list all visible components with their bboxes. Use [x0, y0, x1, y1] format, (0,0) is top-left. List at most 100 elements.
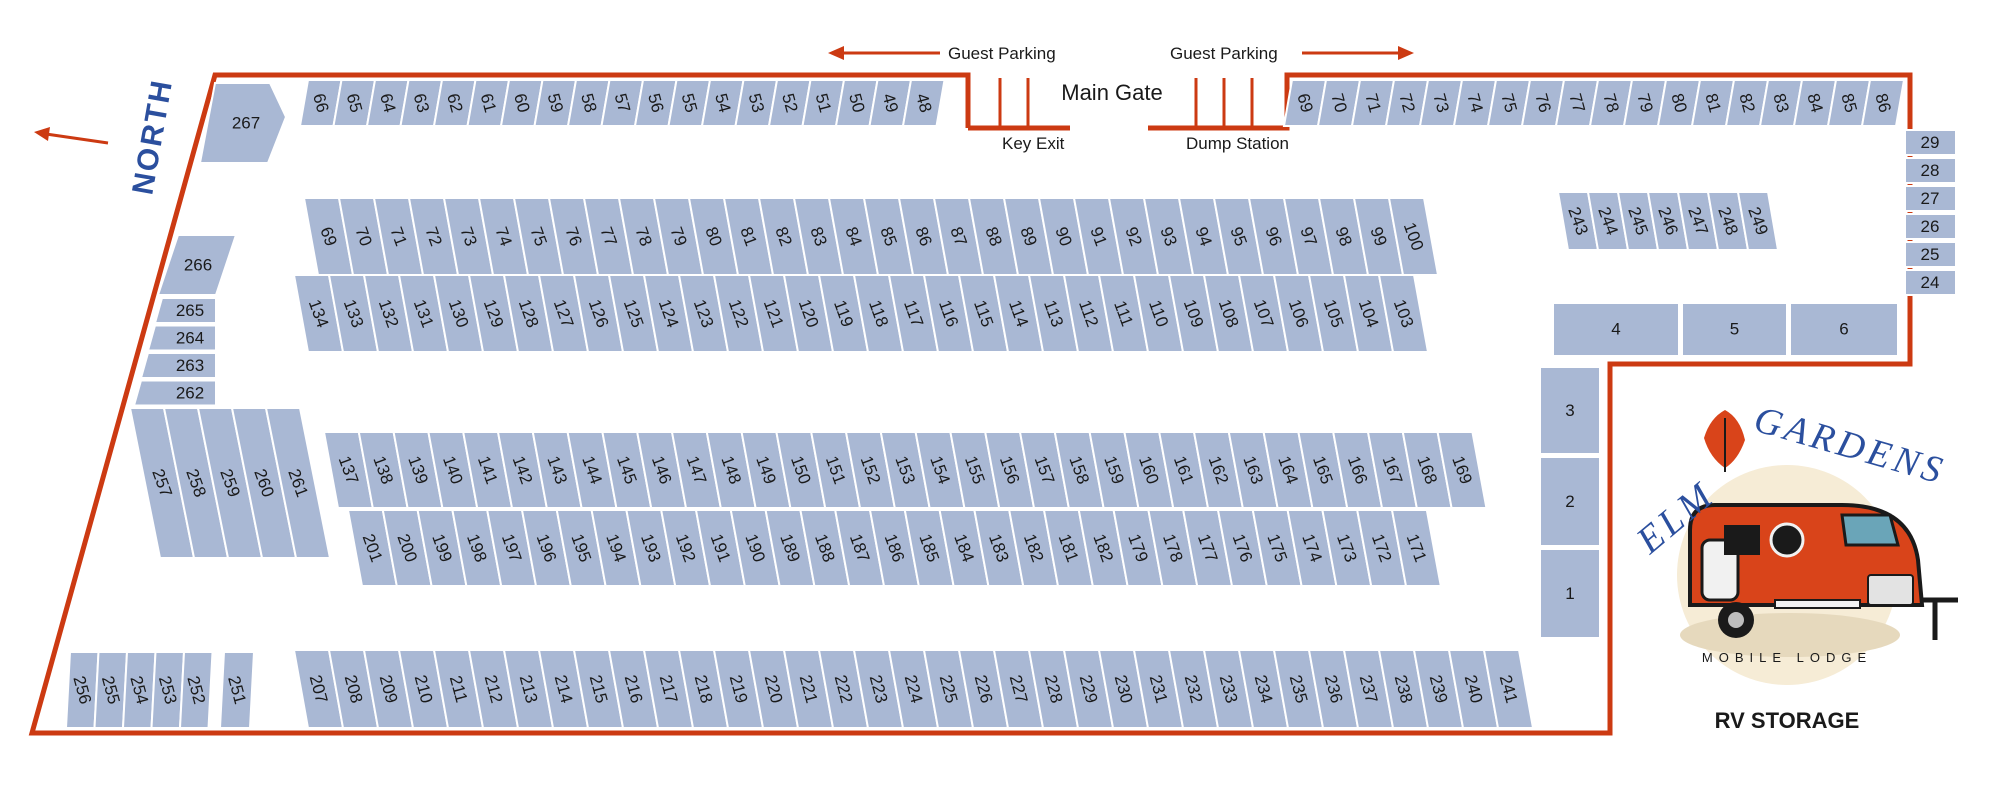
- spot-label-top-right-76: 76: [1531, 91, 1554, 114]
- spot-label-top-right-74: 74: [1463, 91, 1486, 114]
- spot-wide-4[interactable]: [1552, 302, 1680, 357]
- spot-label-top-left-49: 49: [879, 91, 902, 114]
- spot-wide-5[interactable]: [1681, 302, 1788, 357]
- spot-label-top-left-59: 59: [544, 91, 567, 114]
- spot-vertical-1[interactable]: [1539, 548, 1601, 639]
- spot-left-stack-265[interactable]: [153, 297, 217, 324]
- spot-label-wide-5: 5: [1730, 320, 1739, 339]
- spot-label-top-right-81: 81: [1701, 91, 1724, 114]
- spot-right-stack-26[interactable]: [1904, 213, 1957, 240]
- spot-label-266: 266: [184, 256, 212, 275]
- spot-label-top-right-78: 78: [1599, 91, 1622, 114]
- spot-right-stack-29[interactable]: [1904, 129, 1957, 156]
- spot-bottom-left-252[interactable]: [178, 651, 214, 729]
- spot-bottom-241[interactable]: [1482, 649, 1535, 729]
- spot-label-top-left-57: 57: [611, 91, 634, 114]
- spot-label-top-right-82: 82: [1735, 91, 1758, 114]
- spot-label-top-left-60: 60: [510, 91, 533, 114]
- lot-boundary: [28, 72, 1913, 736]
- spot-left-stack-264[interactable]: [146, 324, 217, 352]
- spot-label-top-right-73: 73: [1429, 91, 1452, 114]
- spot-266[interactable]: [156, 234, 238, 296]
- north-label: NORTH: [126, 77, 179, 198]
- dump-station-label: Dump Station: [1186, 134, 1289, 153]
- spot-label-right-stack-28: 28: [1921, 161, 1940, 180]
- spot-label-vertical-1: 1: [1565, 584, 1574, 603]
- spot-label-top-right-70: 70: [1327, 91, 1350, 114]
- spot-top-left-48[interactable]: [901, 79, 946, 127]
- spot-right-stack-24[interactable]: [1904, 269, 1957, 296]
- gate-posts: [998, 78, 1254, 126]
- spot-vertical-3[interactable]: [1539, 366, 1601, 455]
- spot-label-top-left-55: 55: [678, 91, 701, 114]
- spot-upper-a-100[interactable]: [1387, 197, 1440, 276]
- spot-label-top-right-75: 75: [1497, 91, 1520, 114]
- spot-label-vertical-3: 3: [1565, 401, 1574, 420]
- spot-label-top-right-69: 69: [1293, 91, 1316, 114]
- spot-label-top-left-53: 53: [745, 91, 768, 114]
- spot-label-left-stack-264: 264: [176, 329, 204, 348]
- spot-right-small-249[interactable]: [1736, 191, 1780, 251]
- spot-label-top-right-86: 86: [1871, 91, 1894, 114]
- spot-right-stack-28[interactable]: [1904, 157, 1957, 184]
- spot-label-top-left-54: 54: [711, 91, 734, 114]
- spot-diag-left-261[interactable]: [264, 407, 332, 559]
- spot-label-top-right-71: 71: [1361, 91, 1384, 114]
- spot-label-top-right-77: 77: [1565, 91, 1588, 114]
- spot-label-vertical-2: 2: [1565, 492, 1574, 511]
- spot-label-right-stack-27: 27: [1921, 189, 1940, 208]
- spot-middle-b-171[interactable]: [1390, 509, 1443, 587]
- spot-bottom-251-251[interactable]: [218, 651, 256, 729]
- spot-label-right-stack-25: 25: [1921, 245, 1940, 264]
- spot-label-top-left-52: 52: [778, 91, 801, 114]
- spot-label-267: 267: [232, 114, 260, 133]
- spot-label-top-right-83: 83: [1769, 91, 1792, 114]
- rv-storage-caption: RV STORAGE: [1715, 708, 1860, 733]
- guest-parking-right-label: Guest Parking: [1170, 44, 1278, 63]
- spot-upper-b-103[interactable]: [1377, 274, 1430, 353]
- spot-label-right-stack-26: 26: [1921, 217, 1940, 236]
- spot-label-top-left-65: 65: [343, 91, 366, 114]
- spot-vertical-2[interactable]: [1539, 456, 1601, 547]
- spot-label-top-left-64: 64: [376, 91, 399, 114]
- spot-label-right-stack-24: 24: [1921, 273, 1940, 292]
- elm-gardens-logo: ELM GARDENS MOBILE LODGE RV STORAGE: [1628, 398, 1958, 733]
- spot-label-wide-6: 6: [1839, 320, 1848, 339]
- spot-top-right-86[interactable]: [1860, 79, 1906, 127]
- trailer-icon: [1688, 503, 1958, 640]
- spot-label-top-left-56: 56: [644, 91, 667, 114]
- spot-label-top-left-58: 58: [577, 91, 600, 114]
- spot-middle-a-169[interactable]: [1436, 431, 1488, 509]
- spot-right-stack-25[interactable]: [1904, 241, 1957, 268]
- spot-label-left-stack-263: 263: [176, 356, 204, 375]
- guest-parking-right-arrow-icon: [1302, 46, 1414, 60]
- leaf-icon: [1704, 410, 1745, 472]
- spot-label-left-stack-265: 265: [176, 301, 204, 320]
- spot-label-top-left-66: 66: [309, 91, 332, 114]
- spot-label-left-stack-262: 262: [176, 384, 204, 403]
- spot-label-top-left-48: 48: [912, 91, 935, 114]
- spot-label-top-left-51: 51: [812, 91, 835, 114]
- spot-label-top-left-61: 61: [477, 91, 500, 114]
- guest-parking-left-label: Guest Parking: [948, 44, 1056, 63]
- guest-parking-left-arrow-icon: [828, 46, 940, 60]
- spot-right-stack-27[interactable]: [1904, 185, 1957, 212]
- north-arrow-icon: [34, 127, 109, 145]
- spot-label-top-left-62: 62: [443, 91, 466, 114]
- spot-wide-6[interactable]: [1789, 302, 1899, 357]
- spot-label-wide-4: 4: [1611, 320, 1620, 339]
- spot-label-top-right-79: 79: [1633, 91, 1656, 114]
- spot-label-top-right-72: 72: [1395, 91, 1418, 114]
- spot-label-top-right-85: 85: [1837, 91, 1860, 114]
- spot-left-stack-263[interactable]: [139, 352, 217, 379]
- spot-left-stack-262[interactable]: [132, 379, 217, 407]
- main-gate-label: Main Gate: [1061, 80, 1163, 105]
- subtitle-text: MOBILE LODGE: [1702, 650, 1872, 665]
- spot-label-top-left-63: 63: [410, 91, 433, 114]
- spot-label-top-right-84: 84: [1803, 91, 1826, 114]
- spot-267[interactable]: [198, 82, 288, 164]
- spot-label-right-stack-29: 29: [1921, 133, 1940, 152]
- spot-label-top-right-80: 80: [1667, 91, 1690, 114]
